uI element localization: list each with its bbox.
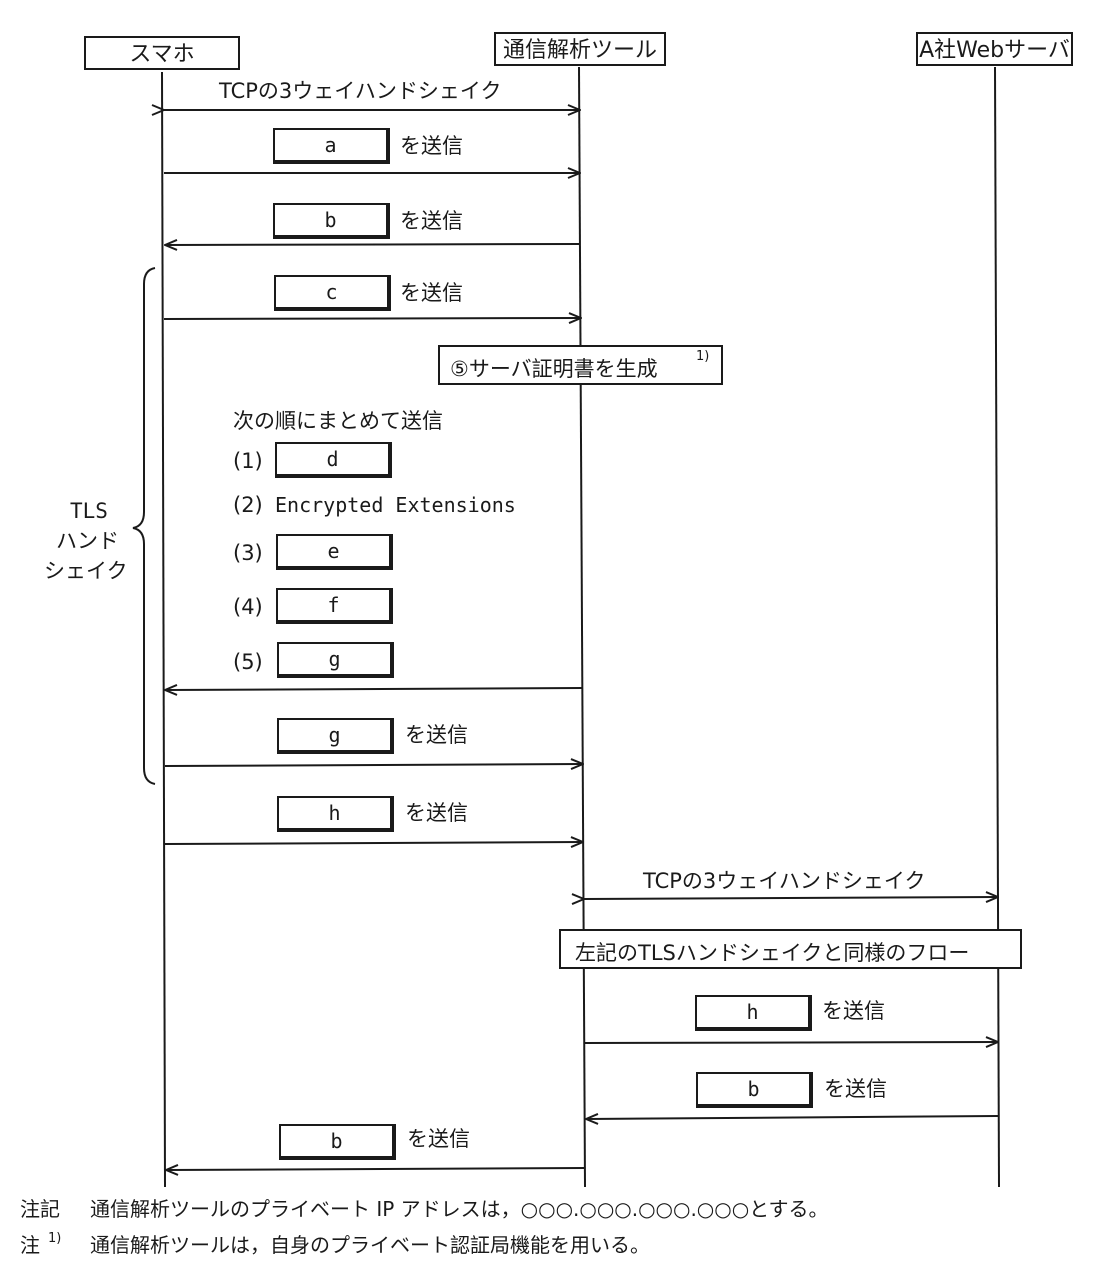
tls-label-2: ハンド	[56, 529, 119, 553]
lifeline-tool	[578, 66, 586, 1188]
bundle-num-3: (3)	[233, 541, 263, 565]
box-d: d	[275, 442, 392, 478]
send-label-h2: を送信	[822, 999, 885, 1023]
box-b3: b	[279, 1124, 396, 1160]
box-f: f	[276, 588, 393, 624]
box-a: a	[273, 128, 390, 164]
footnote-text: 通信解析ツールは，自身のプライベート認証局機能を用いる。	[90, 1233, 650, 1257]
note-label: 注記	[20, 1197, 60, 1221]
bundle-num-4: (4)	[233, 595, 263, 619]
box-g1: g	[277, 642, 394, 678]
box-g2: g	[277, 718, 394, 754]
send-label-b3: を送信	[407, 1127, 470, 1151]
box-h2: h	[695, 995, 812, 1031]
encrypted-extensions: Encrypted Extensions	[275, 493, 516, 517]
tcp-right-label: TCPの3ウェイハンドシェイク	[643, 869, 926, 893]
bundle-num-2: (2)	[233, 493, 263, 517]
arrow-h1	[164, 842, 583, 844]
bundle-num-5: (5)	[233, 650, 263, 674]
send-label-a: を送信	[400, 134, 463, 158]
arrow-b3	[166, 1168, 586, 1170]
box-e: e	[276, 534, 393, 570]
send-label-g: を送信	[405, 723, 468, 747]
box-h1: h	[277, 796, 394, 832]
lifeline-phone	[161, 71, 166, 1188]
footnote-mark: 1)	[48, 1231, 62, 1246]
tls-label-3: シェイク	[44, 559, 128, 583]
arrow-bundle	[165, 688, 583, 690]
arrow-c	[163, 318, 581, 319]
gen-cert-footnote: 1)	[696, 349, 710, 364]
box-b1: b	[273, 203, 390, 239]
box-b2: b	[696, 1072, 813, 1108]
tls-label-1: TLS	[70, 499, 108, 523]
send-label-c: を送信	[400, 281, 463, 305]
arrow-b1	[165, 244, 581, 245]
arrow-b2	[586, 1116, 999, 1119]
tls-brace	[132, 267, 156, 785]
send-label-b1: を送信	[400, 209, 463, 233]
actor-server: A社Webサーバ	[916, 32, 1073, 66]
tcp-left-label: TCPの3ウェイハンドシェイク	[219, 79, 502, 103]
gen-cert-text: ⑤サーバ証明書を生成	[450, 357, 658, 381]
bundle-title: 次の順にまとめて送信	[233, 409, 443, 433]
bundle-num-1: (1)	[233, 449, 263, 473]
arrow-tcp-right	[584, 897, 998, 899]
footnote-label: 注	[20, 1233, 40, 1257]
note-text: 通信解析ツールのプライベート IP アドレスは，○○○.○○○.○○○.○○○と…	[90, 1197, 829, 1221]
actor-tool: 通信解析ツール	[494, 32, 666, 66]
actor-phone: スマホ	[84, 36, 240, 70]
gen-cert-box: ⑤サーバ証明書を生成 1)	[438, 345, 723, 385]
lifeline-server	[994, 66, 1000, 1188]
send-label-b2: を送信	[824, 1077, 887, 1101]
send-label-h1: を送信	[405, 801, 468, 825]
arrow-g	[164, 764, 583, 766]
arrow-h2	[584, 1042, 998, 1043]
box-c: c	[274, 275, 391, 311]
same-flow-text: 左記のTLSハンドシェイクと同様のフロー	[575, 941, 970, 965]
same-flow-box: 左記のTLSハンドシェイクと同様のフロー	[559, 929, 1022, 969]
